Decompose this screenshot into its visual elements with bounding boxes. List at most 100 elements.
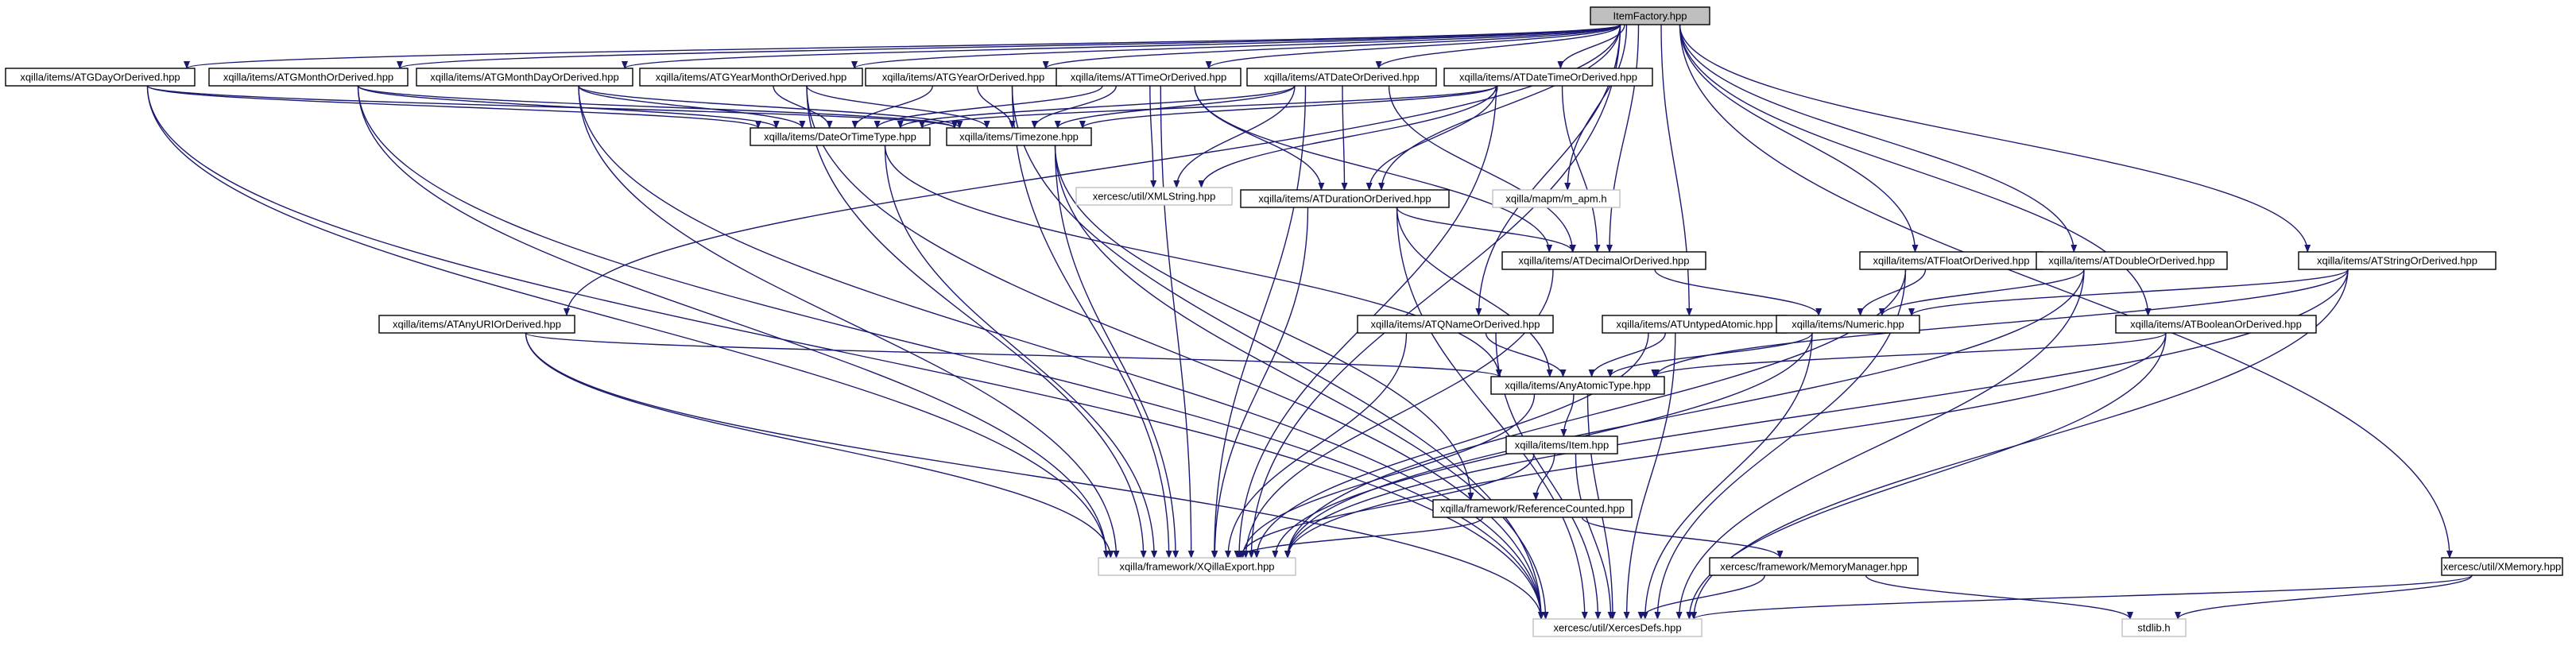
edge-numeric-to-anyatomic — [1606, 332, 1813, 377]
edge-dateortime-to-anyatomic — [884, 145, 1502, 377]
edge-root-to-gday — [184, 24, 1621, 69]
edge-time-to-timezone — [1031, 85, 1117, 129]
node-box — [416, 68, 633, 87]
node-dateortime[interactable]: xqilla/items/DateOrTimeType.hpp — [750, 127, 931, 146]
node-numeric[interactable]: xqilla/items/Numeric.hpp — [1776, 315, 1920, 334]
node-duration[interactable]: xqilla/items/ATDurationOrDerived.hpp — [1240, 189, 1450, 208]
node-root[interactable]: ItemFactory.hpp — [1590, 6, 1710, 25]
edge-gmonth-to-dateortime — [357, 85, 780, 129]
edge-root-to-xqillaexport — [1248, 24, 1621, 559]
edge-time-to-xqillaexport — [1160, 85, 1195, 559]
edge-anyuri-to-xqillaexport — [525, 332, 1114, 559]
edge-root-to-mapm — [1564, 24, 1628, 191]
node-label: xqilla/items/ATGYearOrDerived.hpp — [882, 71, 1044, 83]
edges-layer — [146, 24, 2473, 620]
node-xmlstring: xercesc/util/XMLString.hpp — [1075, 187, 1233, 206]
edge-gyear-to-xqillaexport — [1011, 85, 1172, 559]
edge-double-to-xercesdefs — [1675, 269, 2085, 620]
node-untyped[interactable]: xqilla/items/ATUntypedAtomic.hpp — [1602, 315, 1788, 334]
node-box — [2115, 315, 2317, 334]
node-string[interactable]: xqilla/items/ATStringOrDerived.hpp — [2298, 251, 2497, 270]
node-anyuri[interactable]: xqilla/items/ATAnyURIOrDerived.hpp — [378, 315, 575, 334]
node-gmonth[interactable]: xqilla/items/ATGMonthOrDerived.hpp — [208, 68, 409, 87]
edge-gyear-to-xercesdefs — [1011, 85, 1544, 620]
node-date[interactable]: xqilla/items/ATDateOrDerived.hpp — [1246, 68, 1437, 87]
node-memmgr[interactable]: xercesc/framework/MemoryManager.hpp — [1709, 557, 1919, 576]
node-gyearmonth[interactable]: xqilla/items/ATGYearMonthOrDerived.hpp — [639, 68, 863, 87]
node-label: xqilla/mapm/m_apm.h — [1505, 192, 1606, 204]
nodes-layer: ItemFactory.hpp xqilla/items/ATGDayOrDeri… — [5, 6, 2563, 637]
edge-gmonth-to-xercesdefs — [357, 85, 1544, 620]
node-label: xercesc/util/XercesDefs.hpp — [1553, 621, 1681, 633]
node-box — [1056, 68, 1242, 87]
node-label: xqilla/items/ATDurationOrDerived.hpp — [1258, 192, 1431, 204]
node-box — [1357, 315, 1554, 334]
node-double[interactable]: xqilla/items/ATDoubleOrDerived.hpp — [2036, 251, 2228, 270]
edge-date-to-timezone — [1054, 85, 1296, 129]
node-label: xqilla/items/DateOrTimeType.hpp — [764, 130, 916, 142]
node-box — [1776, 315, 1920, 334]
edge-decimal-to-numeric — [1654, 269, 1823, 316]
edge-untyped-to-anyatomic — [1588, 332, 1666, 377]
node-label: xqilla/framework/XQillaExport.hpp — [1119, 560, 1274, 572]
node-label: xqilla/items/ATStringOrDerived.hpp — [2317, 254, 2477, 266]
node-xercesdefs: xercesc/util/XercesDefs.hpp — [1532, 618, 1702, 637]
edge-duration-to-xercesdefs — [1396, 207, 1588, 620]
node-label: xqilla/items/ATQNameOrDerived.hpp — [1371, 318, 1540, 330]
node-boolean[interactable]: xqilla/items/ATBooleanOrDerived.hpp — [2115, 315, 2317, 334]
node-label: xqilla/items/ATDateOrDerived.hpp — [1264, 71, 1420, 83]
node-label: xqilla/items/ATBooleanOrDerived.hpp — [2130, 318, 2302, 330]
edge-root-to-datetime — [1557, 24, 1625, 69]
edge-refcounted-to-xqillaexport — [1234, 516, 1484, 559]
node-label: xqilla/items/ATAnyURIOrDerived.hpp — [393, 318, 561, 330]
edge-root-to-time — [1205, 24, 1621, 69]
edge-time-to-dateortime — [874, 85, 1103, 129]
node-box — [378, 315, 575, 334]
node-refcounted[interactable]: xqilla/framework/ReferenceCounted.hpp — [1432, 499, 1633, 518]
edge-gmonthday-to-xercesdefs — [578, 85, 1544, 620]
node-label: xercesc/framework/MemoryManager.hpp — [1720, 560, 1908, 572]
node-float[interactable]: xqilla/items/ATFloatOrDerived.hpp — [1859, 251, 2043, 270]
node-item[interactable]: xqilla/items/Item.hpp — [1505, 435, 1618, 455]
node-gyear[interactable]: xqilla/items/ATGYearOrDerived.hpp — [865, 68, 1062, 87]
edge-memmgr-to-stdlib — [1865, 574, 2133, 620]
edge-gmonth-to-xqillaexport — [357, 85, 1110, 559]
node-label: ItemFactory.hpp — [1613, 10, 1687, 21]
node-label: xqilla/items/Numeric.hpp — [1792, 318, 1904, 330]
edge-root-to-gyear — [1042, 24, 1621, 69]
edge-root-to-double — [1679, 24, 2078, 253]
node-time[interactable]: xqilla/items/ATTimeOrDerived.hpp — [1056, 68, 1242, 87]
edge-root-to-float — [1679, 24, 1919, 253]
edge-gyearmonth-to-xqillaexport — [806, 85, 1147, 559]
edge-gmonthday-to-timezone — [578, 85, 963, 129]
node-box — [2441, 557, 2563, 576]
edge-double-to-numeric — [1878, 269, 2085, 316]
node-box — [208, 68, 409, 87]
node-mapm: xqilla/mapm/m_apm.h — [1492, 189, 1621, 208]
edge-qname-to-anyatomic — [1485, 332, 1567, 377]
node-gday[interactable]: xqilla/items/ATGDayOrDerived.hpp — [5, 68, 196, 87]
edge-date-to-xmlstring — [1173, 85, 1296, 188]
node-xmemory[interactable]: xercesc/util/XMemory.hpp — [2441, 557, 2563, 576]
node-box — [1501, 251, 1706, 270]
edge-double-to-xqillaexport — [1284, 269, 2085, 559]
node-box — [1532, 618, 1702, 637]
node-box — [2036, 251, 2228, 270]
node-decimal[interactable]: xqilla/items/ATDecimalOrDerived.hpp — [1501, 251, 1706, 270]
edge-date-to-xqillaexport — [1211, 85, 1307, 559]
node-anyatomic[interactable]: xqilla/items/AnyAtomicType.hpp — [1490, 376, 1665, 395]
edge-root-to-duration — [1378, 24, 1621, 191]
node-qname[interactable]: xqilla/items/ATQNameOrDerived.hpp — [1357, 315, 1554, 334]
node-label: xqilla/items/ATFloatOrDerived.hpp — [1873, 254, 2030, 266]
node-datetime[interactable]: xqilla/items/ATDateTimeOrDerived.hpp — [1443, 68, 1653, 87]
edge-time-to-duration — [1194, 85, 1325, 191]
edge-numeric-to-xercesdefs — [1641, 332, 1813, 620]
node-box — [1490, 376, 1665, 395]
node-timezone[interactable]: xqilla/items/Timezone.hpp — [946, 127, 1092, 146]
node-label: xercesc/util/XMemory.hpp — [2443, 560, 2562, 572]
edge-gmonthday-to-xqillaexport — [578, 85, 1120, 559]
edge-root-to-untyped — [1660, 24, 1693, 316]
node-gmonthday[interactable]: xqilla/items/ATGMonthDayOrDerived.hpp — [416, 68, 633, 87]
node-label: xqilla/items/ATTimeOrDerived.hpp — [1071, 71, 1227, 83]
edge-timezone-to-xqillaexport — [1054, 145, 1180, 559]
